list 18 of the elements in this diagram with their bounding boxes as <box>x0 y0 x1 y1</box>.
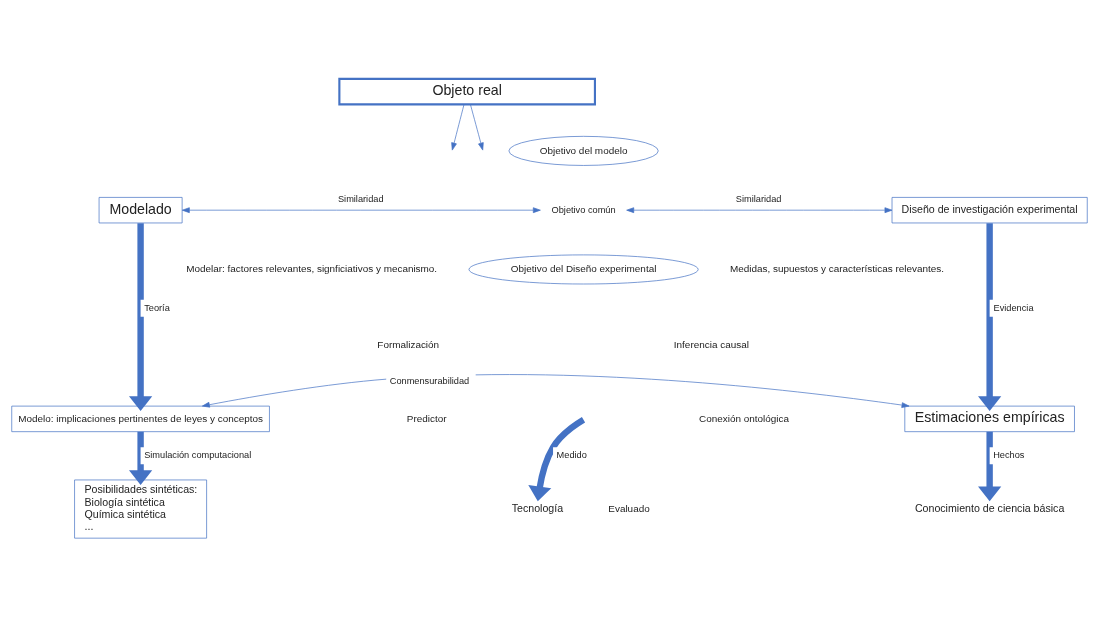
label: Inferencia causal <box>673 338 749 350</box>
node-text: Tecnología <box>511 501 564 514</box>
label: Conexión ontológica <box>699 412 789 424</box>
edge-label: Simulación computacional <box>144 450 252 461</box>
edge-label: Evidencia <box>993 302 1034 313</box>
edge-label: Medido <box>556 450 587 461</box>
label: Formalización <box>377 338 440 350</box>
node-text: Objetivo común <box>551 204 616 215</box>
label: Medidas, supuestos y características relevantes. <box>730 263 944 275</box>
edge-label: Similaridad <box>337 193 384 204</box>
node-text: Conocimiento de ciencia básica <box>914 501 1065 514</box>
edge-label: Teoría <box>144 302 170 313</box>
label: Predictor <box>406 412 447 424</box>
edge-label: Hechos <box>993 450 1025 461</box>
label: Evaluado <box>608 502 650 514</box>
edge-label: Conmensurabilidad <box>389 376 470 387</box>
edge-label: Similaridad <box>735 193 782 204</box>
label: Modelar: factores relevantes, signficiativos y mecanismo. <box>186 263 438 275</box>
